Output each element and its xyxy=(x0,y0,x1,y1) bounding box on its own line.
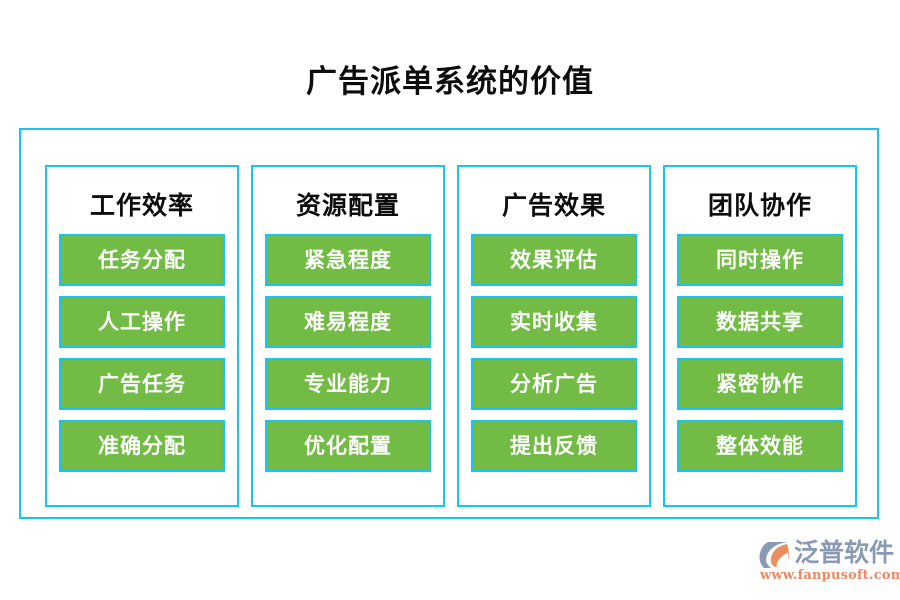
item-label: 实时收集 xyxy=(510,309,598,334)
item-label: 难易程度 xyxy=(304,309,392,334)
column-resource-allocation: 资源配置 紧急程度 难易程度 专业能力 优化配置 xyxy=(251,165,445,507)
item-box[interactable]: 专业能力 xyxy=(265,358,431,410)
item-box[interactable]: 数据共享 xyxy=(677,296,843,348)
item-box[interactable]: 紧急程度 xyxy=(265,234,431,286)
item-label: 专业能力 xyxy=(304,371,392,396)
item-box[interactable]: 紧密协作 xyxy=(677,358,843,410)
column-team-collaboration: 团队协作 同时操作 数据共享 紧密协作 整体效能 xyxy=(663,165,857,507)
logo-wordmark: 泛普软件 xyxy=(794,538,895,567)
item-box[interactable]: 难易程度 xyxy=(265,296,431,348)
column-items: 紧急程度 难易程度 专业能力 优化配置 xyxy=(253,234,443,472)
column-ad-effectiveness: 广告效果 效果评估 实时收集 分析广告 提出反馈 xyxy=(457,165,651,507)
logo-url: www.fanpusoft.com xyxy=(760,568,900,583)
fanpu-swoosh-icon xyxy=(759,542,789,568)
item-box[interactable]: 任务分配 xyxy=(59,234,225,286)
item-box[interactable]: 效果评估 xyxy=(471,234,637,286)
columns-container: 工作效率 任务分配 人工操作 广告任务 准确分配 资源配置 xyxy=(45,165,857,507)
item-box[interactable]: 提出反馈 xyxy=(471,420,637,472)
item-label: 整体效能 xyxy=(716,433,804,458)
page-title: 广告派单系统的价值 xyxy=(306,64,594,100)
item-label: 广告任务 xyxy=(98,371,186,396)
column-header: 广告效果 xyxy=(501,191,606,220)
item-box[interactable]: 人工操作 xyxy=(59,296,225,348)
item-label: 紧密协作 xyxy=(716,371,804,396)
item-label: 提出反馈 xyxy=(510,433,598,458)
item-box[interactable]: 同时操作 xyxy=(677,234,843,286)
item-box[interactable]: 准确分配 xyxy=(59,420,225,472)
item-box[interactable]: 分析广告 xyxy=(471,358,637,410)
column-work-efficiency: 工作效率 任务分配 人工操作 广告任务 准确分配 xyxy=(45,165,239,507)
column-items: 效果评估 实时收集 分析广告 提出反馈 xyxy=(459,234,649,472)
item-label: 效果评估 xyxy=(510,247,598,272)
item-label: 分析广告 xyxy=(510,371,598,396)
column-items: 任务分配 人工操作 广告任务 准确分配 xyxy=(47,234,237,472)
brand-logo: 泛普软件 www.fanpusoft.com xyxy=(758,538,900,586)
item-label: 数据共享 xyxy=(716,309,804,334)
item-box[interactable]: 广告任务 xyxy=(59,358,225,410)
item-box[interactable]: 优化配置 xyxy=(265,420,431,472)
item-label: 准确分配 xyxy=(98,433,186,458)
column-header: 团队协作 xyxy=(707,191,812,220)
item-box[interactable]: 整体效能 xyxy=(677,420,843,472)
item-box[interactable]: 实时收集 xyxy=(471,296,637,348)
item-label: 紧急程度 xyxy=(304,247,392,272)
column-header: 资源配置 xyxy=(295,191,400,220)
column-header: 工作效率 xyxy=(89,191,194,220)
column-items: 同时操作 数据共享 紧密协作 整体效能 xyxy=(665,234,855,472)
item-label: 任务分配 xyxy=(98,247,186,272)
item-label: 优化配置 xyxy=(304,433,392,458)
item-label: 同时操作 xyxy=(716,247,804,272)
item-label: 人工操作 xyxy=(98,309,186,334)
